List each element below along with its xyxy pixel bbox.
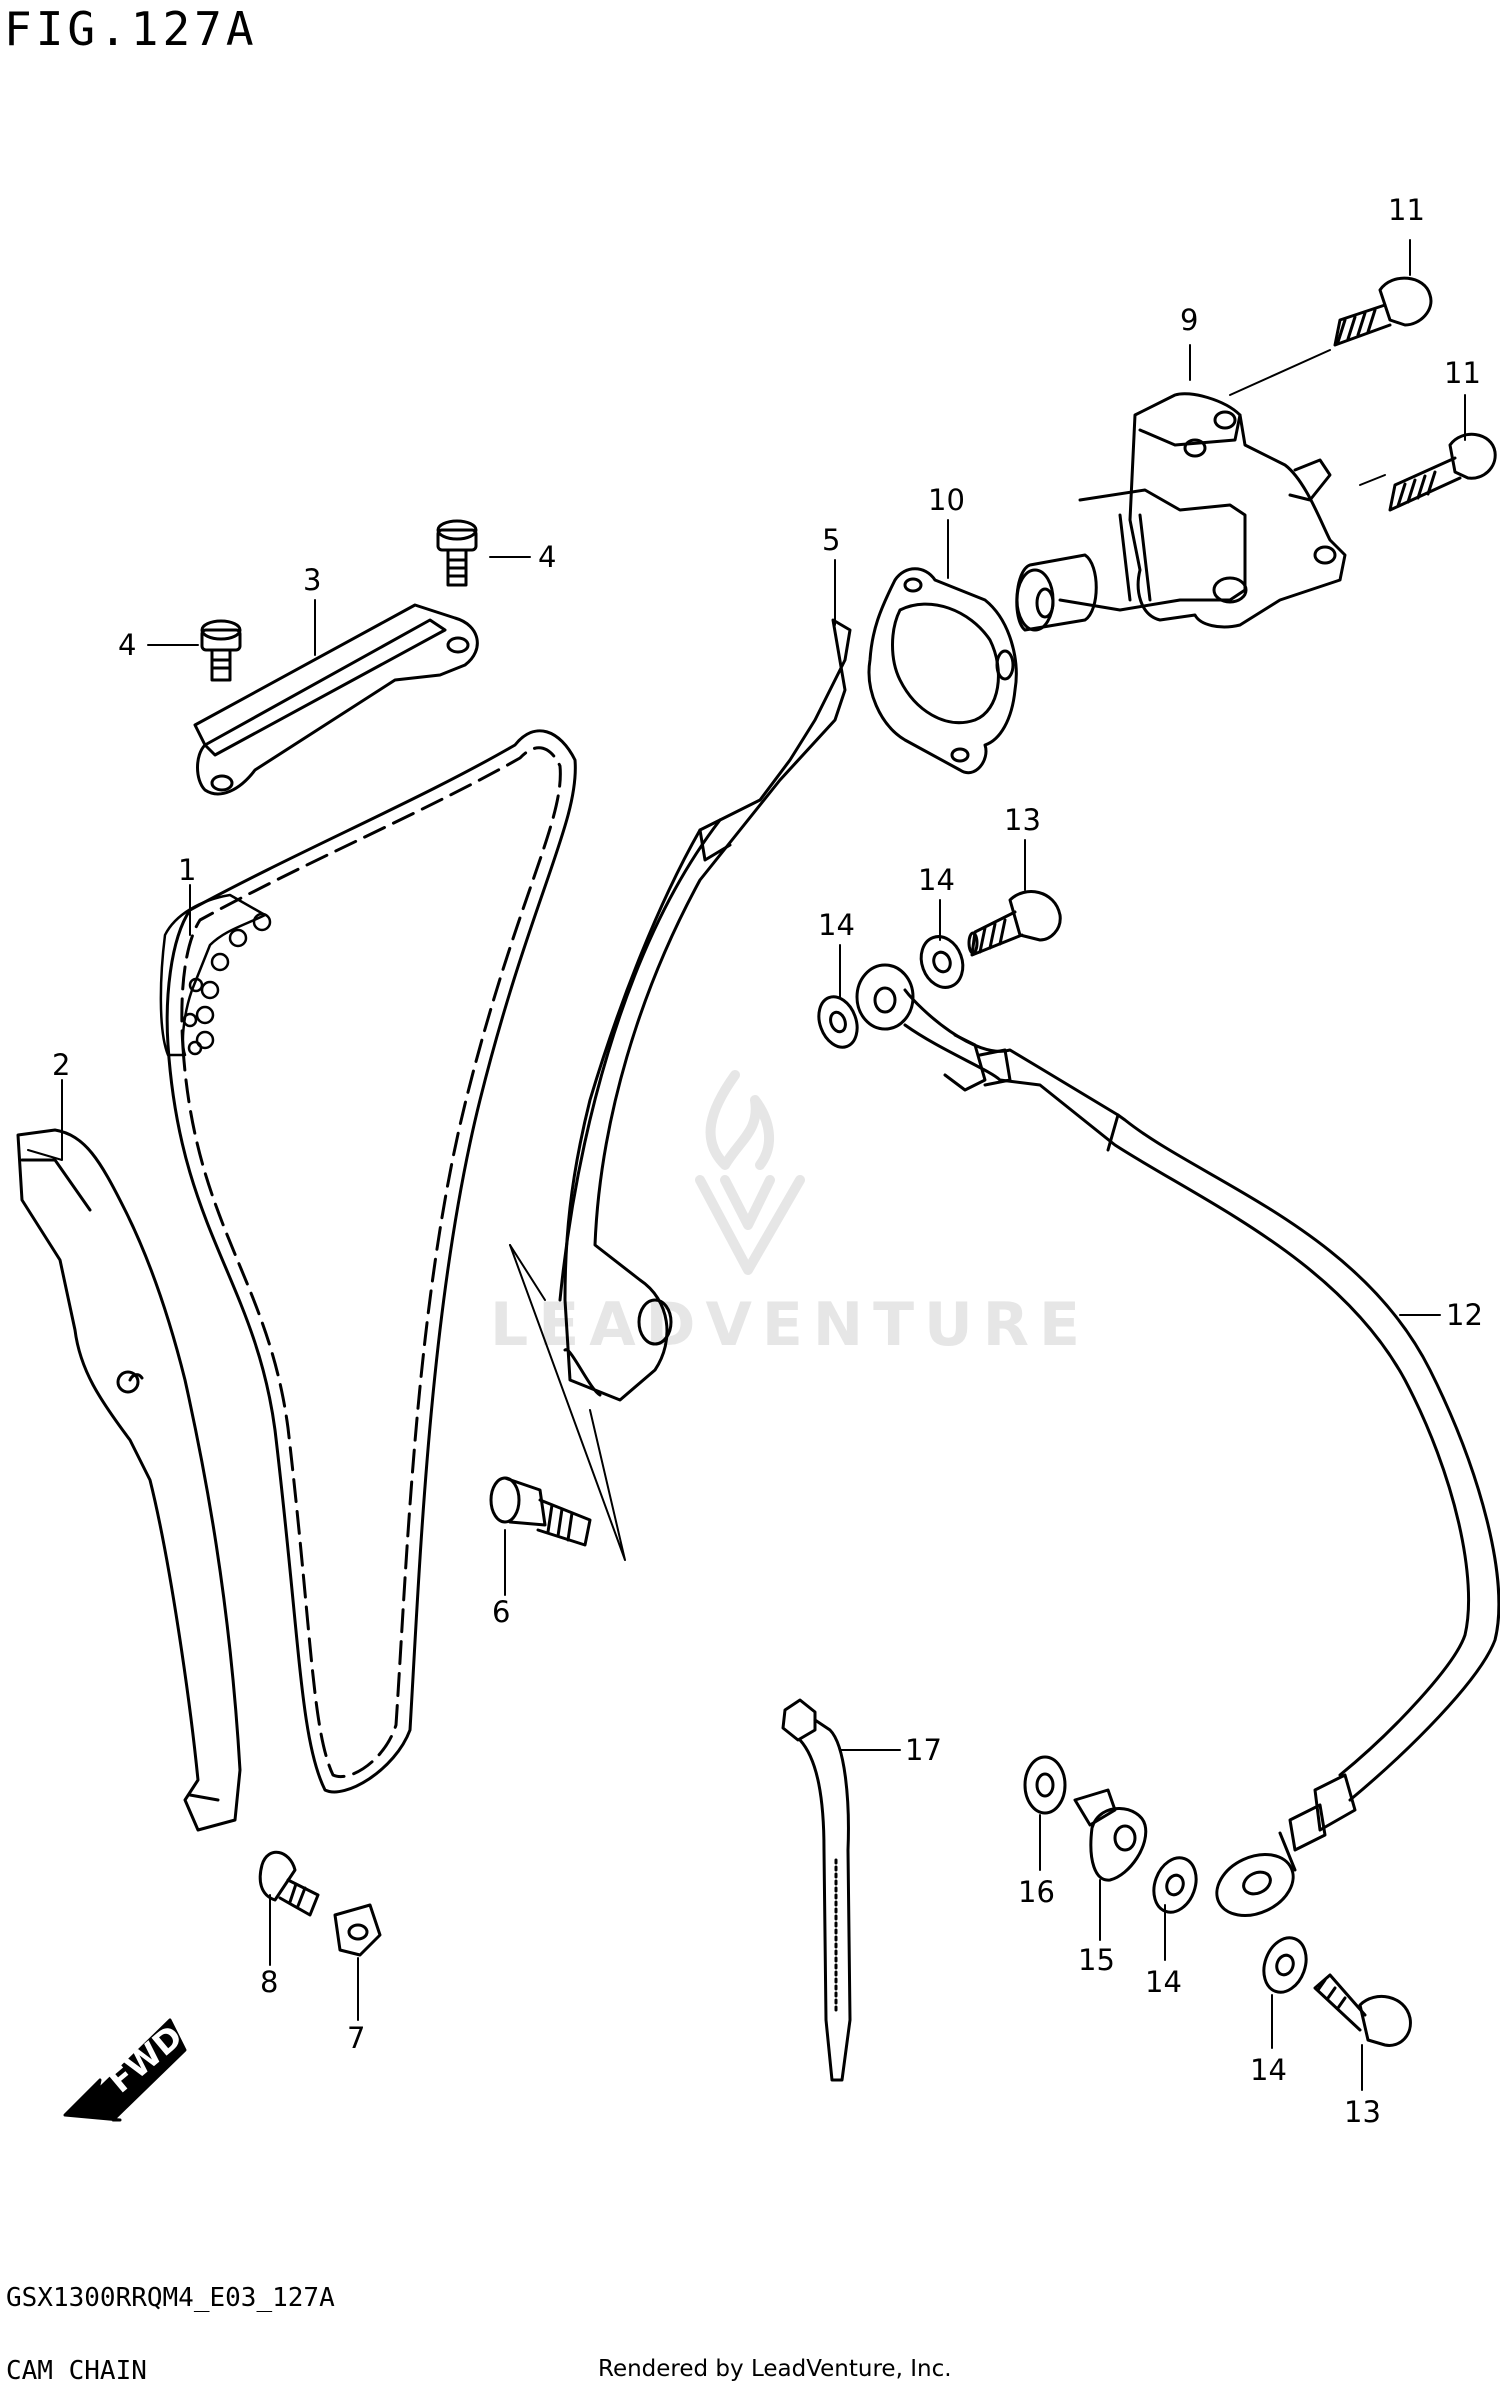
callout-14a: 14 bbox=[918, 863, 955, 897]
banjo-bolt-upper bbox=[967, 890, 1062, 957]
tensioner-gasket bbox=[867, 567, 1018, 774]
assembly-lines bbox=[509, 1244, 626, 1561]
washer-plate bbox=[333, 1903, 382, 1957]
callout-12: 12 bbox=[1446, 1298, 1483, 1332]
callout-14b: 14 bbox=[818, 908, 855, 942]
callout-4a: 4 bbox=[538, 540, 556, 574]
watermark-text: LEADVENTURE bbox=[490, 1290, 1090, 1360]
callout-4b: 4 bbox=[118, 628, 136, 662]
callout-9: 9 bbox=[1180, 303, 1198, 337]
callout-13b: 13 bbox=[1344, 2095, 1381, 2129]
bolt-4-upper bbox=[436, 519, 478, 587]
callout-labels: 1 2 3 4 4 5 6 7 8 9 10 11 11 12 13 13 14… bbox=[52, 193, 1483, 2129]
callout-2: 2 bbox=[52, 1048, 70, 1082]
callout-14c: 14 bbox=[1145, 1965, 1182, 1999]
callout-5: 5 bbox=[822, 523, 840, 557]
watermark-logo bbox=[695, 1070, 805, 1275]
bolt-4-left bbox=[200, 619, 242, 682]
figure-title: FIG.127A bbox=[4, 2, 258, 56]
oil-hose bbox=[855, 963, 1500, 1917]
callout-3: 3 bbox=[303, 563, 321, 597]
bolt-11-lower bbox=[1388, 432, 1497, 512]
bolt-11-upper bbox=[1333, 276, 1433, 347]
washer-14-a bbox=[817, 995, 859, 1049]
callout-11b: 11 bbox=[1444, 356, 1481, 390]
front-chain-guide bbox=[16, 1128, 242, 1832]
tensioner-guide bbox=[558, 618, 852, 1402]
small-bolt bbox=[258, 1850, 320, 1917]
callout-13a: 13 bbox=[1004, 803, 1041, 837]
callout-10: 10 bbox=[928, 483, 965, 517]
figure-code: GSX1300RRQM4_E03_127A bbox=[6, 2283, 335, 2313]
fwd-arrow-icon: FWD bbox=[63, 2017, 190, 2122]
callout-17: 17 bbox=[905, 1733, 942, 1767]
washer-14-d bbox=[1262, 1936, 1308, 1994]
leader-lines bbox=[27, 239, 1466, 2091]
washer-14-c bbox=[1152, 1856, 1198, 1914]
figure-name: CAM CHAIN bbox=[6, 2356, 147, 2386]
rendered-by: Rendered by LeadVenture, Inc. bbox=[598, 2356, 952, 2382]
banjo-bolt-lower bbox=[1313, 1973, 1412, 2047]
tensioner-adjuster bbox=[1015, 392, 1347, 632]
union-bolt bbox=[1073, 1788, 1148, 1882]
callout-15: 15 bbox=[1078, 1943, 1115, 1977]
callout-11a: 11 bbox=[1388, 193, 1425, 227]
cam-chain bbox=[165, 729, 577, 1794]
callout-7: 7 bbox=[347, 2021, 365, 2055]
callout-6: 6 bbox=[492, 1595, 510, 1629]
callout-8: 8 bbox=[260, 1965, 278, 1999]
callout-16: 16 bbox=[1018, 1875, 1055, 1909]
chain-links bbox=[159, 893, 272, 1057]
washer-16 bbox=[1023, 1755, 1067, 1815]
callout-14d: 14 bbox=[1250, 2053, 1287, 2087]
upper-chain-guide bbox=[193, 603, 479, 796]
washer-14-b bbox=[919, 935, 965, 989]
cable-clamp bbox=[781, 1698, 852, 2082]
callout-1: 1 bbox=[178, 853, 196, 887]
pivot-bolt bbox=[489, 1476, 592, 1547]
